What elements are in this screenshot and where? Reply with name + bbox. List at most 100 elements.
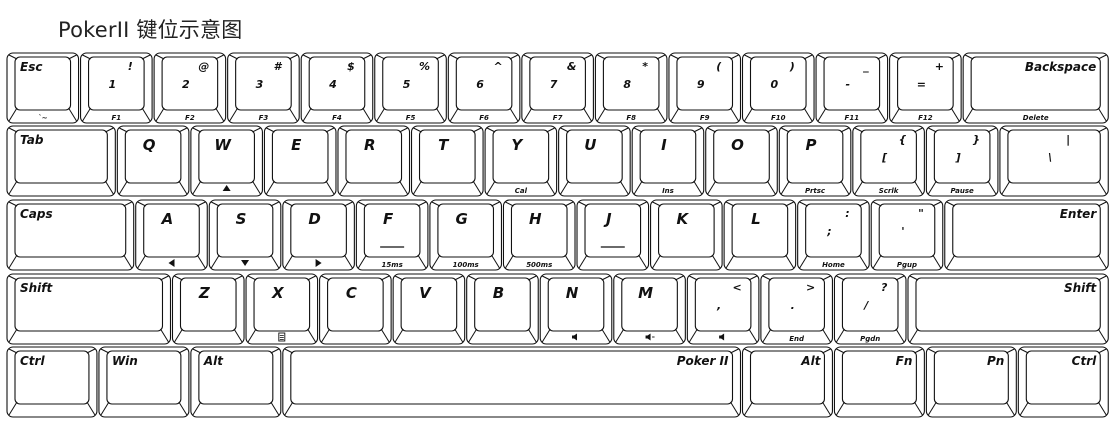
key-base-label: 1 [108, 78, 116, 91]
key-bevel [123, 201, 132, 207]
key-bevel [615, 328, 625, 343]
key-base-label: ] [955, 151, 961, 164]
key-sym[interactable]: +=F12 [889, 52, 962, 124]
key-enter[interactable]: Enter [944, 199, 1109, 271]
key-face [1007, 129, 1101, 184]
key-win[interactable]: Win [98, 346, 190, 418]
key-1[interactable]: !1F1 [80, 52, 153, 124]
key-d[interactable]: D [282, 199, 355, 271]
key-9[interactable]: (9F9 [668, 52, 742, 124]
key-bevel [633, 180, 643, 195]
key-label: Pn [987, 354, 1004, 368]
key-bevel [288, 54, 298, 60]
key-b[interactable]: B [466, 273, 539, 345]
arrow-up-icon [222, 185, 231, 191]
key-7[interactable]: &7F7 [521, 52, 594, 124]
key-bevel [987, 180, 997, 195]
key-2[interactable]: @2F2 [153, 52, 227, 124]
key-face [235, 56, 292, 111]
key-label: Alt [800, 354, 821, 368]
key-m[interactable]: M [613, 273, 686, 345]
key-sym[interactable]: >.End [760, 273, 833, 345]
key-8[interactable]: *8F8 [594, 52, 668, 124]
key-bevel [68, 54, 77, 60]
key-caps[interactable]: Caps [6, 199, 135, 271]
key-4[interactable]: $4F4 [300, 52, 374, 124]
key-bevel [233, 328, 243, 343]
mute-icon [719, 333, 725, 341]
key-bevel [302, 107, 312, 122]
key-shift[interactable]: Shift [907, 273, 1109, 345]
key-z[interactable]: Z [171, 273, 245, 345]
key-j[interactable]: J [576, 199, 650, 271]
key-shift[interactable]: Shift [6, 273, 172, 345]
key-face [474, 277, 531, 332]
key-tab[interactable]: Tab [6, 125, 116, 197]
key-pn[interactable]: Pn [925, 346, 1017, 418]
key-base-label: 7 [550, 78, 558, 91]
key-sym[interactable]: :;Home [797, 199, 870, 271]
key-bevel [730, 54, 739, 60]
key-v[interactable]: V [392, 273, 466, 345]
key-s[interactable]: S [208, 199, 282, 271]
key-c[interactable]: C [319, 273, 392, 345]
key-bevel [284, 201, 294, 207]
key-shift-label: " [918, 207, 924, 220]
key-base-label: 6 [476, 78, 484, 91]
key-bevel [123, 254, 133, 269]
key-ctrl[interactable]: Ctrl [1017, 346, 1109, 418]
key-e[interactable]: E [263, 125, 337, 197]
key-alt[interactable]: Alt [741, 346, 833, 418]
key-sym[interactable]: ?/Pgdn [833, 273, 907, 345]
key-k[interactable]: K [650, 199, 723, 271]
key-esc[interactable]: Esc`~ [6, 52, 80, 124]
key-w[interactable]: W [190, 125, 263, 197]
key-face [418, 129, 476, 184]
key-sym[interactable]: {[Scrlk [852, 125, 925, 197]
volume-down-icon [572, 333, 578, 341]
key-u[interactable]: U [558, 125, 631, 197]
key-bevel [652, 201, 661, 207]
key-bevel [380, 328, 390, 343]
key-bevel [431, 254, 441, 269]
key-sym[interactable]: "'Pgup [870, 199, 944, 271]
key-sym[interactable]: <, [686, 273, 760, 345]
key-alt[interactable]: Alt [190, 346, 282, 418]
key-n[interactable]: N [539, 273, 613, 345]
key-5[interactable]: %5F5 [374, 52, 447, 124]
key-bevel [744, 54, 753, 60]
key-x[interactable]: X [245, 273, 319, 345]
key-fn-label: 15ms [382, 261, 403, 269]
key-sym[interactable]: _-F11 [815, 52, 889, 124]
key-bevel [68, 107, 77, 122]
key-6[interactable]: ^6F6 [447, 52, 521, 124]
key-fn[interactable]: Fn [833, 346, 925, 418]
key-a[interactable]: A [135, 199, 208, 271]
key-t[interactable]: T [410, 125, 484, 197]
key-sym[interactable]: }]Pause [925, 125, 999, 197]
key-bevel [858, 254, 868, 269]
key-bevel [1097, 254, 1107, 269]
key-label: Shift [1064, 281, 1098, 295]
key-q[interactable]: Q [116, 125, 190, 197]
key-fn-label: Scrlk [879, 187, 900, 195]
key-face [510, 203, 568, 258]
key-ctrl[interactable]: Ctrl [6, 346, 98, 418]
key-r[interactable]: R [337, 125, 411, 197]
key-sym[interactable]: |\ [999, 125, 1109, 197]
key-bevel [799, 201, 808, 207]
key-bevel [578, 254, 588, 269]
arrow-left-icon [168, 259, 175, 267]
key-o[interactable]: O [705, 125, 778, 197]
key-poker-ii[interactable]: Poker II [282, 346, 742, 418]
key-l[interactable]: L [723, 199, 797, 271]
key-3[interactable]: #3F3 [227, 52, 300, 124]
